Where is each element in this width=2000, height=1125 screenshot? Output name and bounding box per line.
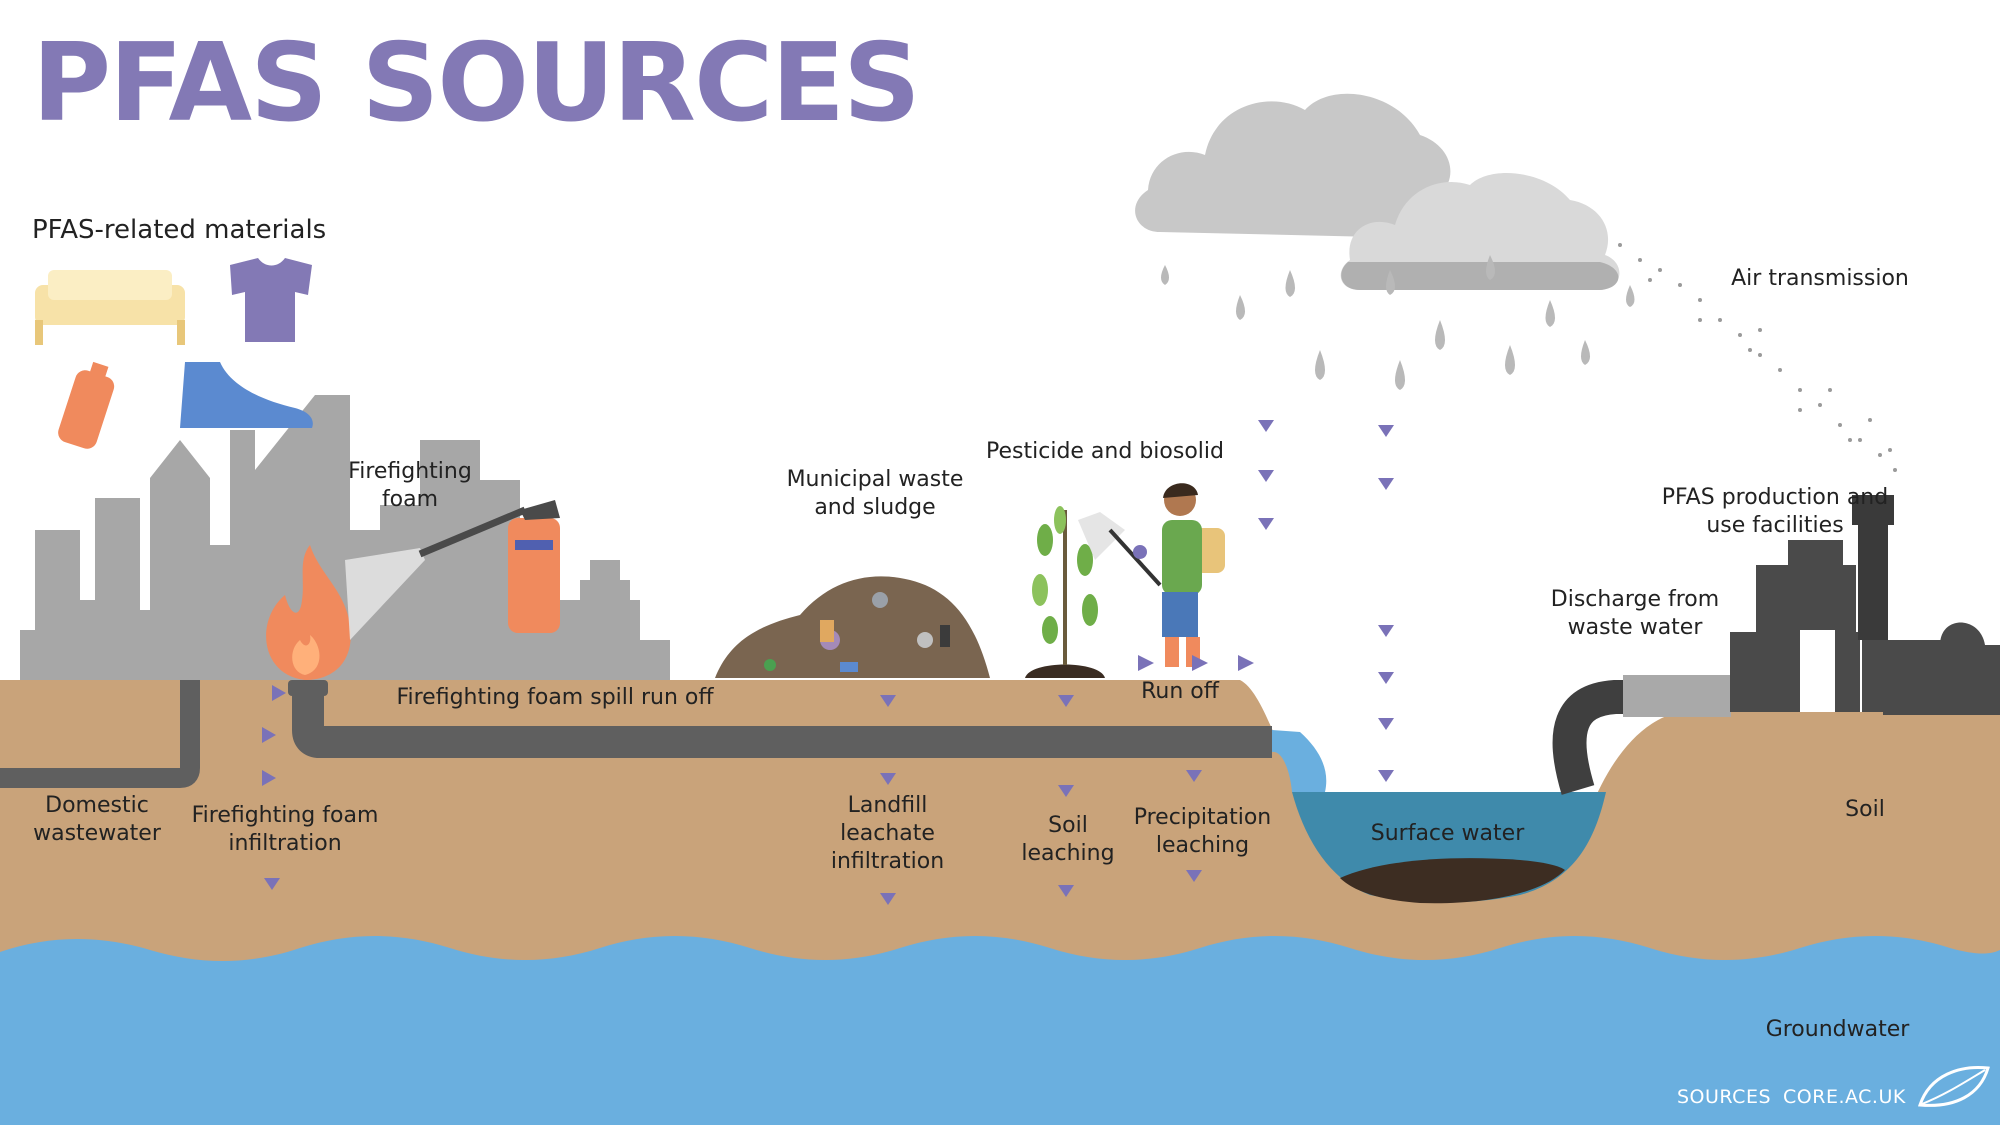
label-discharge: Discharge from waste water	[1550, 587, 1720, 640]
discharge-pipe	[1552, 680, 1625, 795]
factory-icon	[1730, 495, 2000, 715]
battery-icon	[58, 361, 115, 449]
label-air-transmission: Air transmission	[1731, 266, 1909, 291]
label-domestic-wastewater: Domestic wastewater	[33, 793, 161, 846]
fire-extinguisher-icon	[418, 500, 560, 633]
plant-icon	[1025, 506, 1105, 678]
label-run-off: Run off	[1141, 679, 1219, 704]
label-soil-leaching: Soil leaching	[1021, 813, 1115, 866]
pesticide-spray	[1078, 512, 1125, 560]
city-skyline	[20, 395, 670, 690]
farmer-icon	[1108, 483, 1225, 667]
label-pesticide: Pesticide and biosolid	[986, 439, 1224, 464]
foam-runoff-pipe	[292, 690, 1272, 758]
air-transmission-dots	[1618, 243, 1897, 472]
page-title: PFAS SOURCES	[32, 21, 921, 146]
sofa-icon	[35, 270, 185, 345]
label-landfill: Landfill leachate infiltration	[830, 793, 945, 874]
tshirt-icon	[230, 258, 312, 342]
foam-spray	[345, 548, 425, 640]
footer-sources: SOURCES CORE.AC.UK	[1677, 1086, 1918, 1108]
sneaker-icon	[180, 362, 313, 428]
raindrops	[1161, 255, 1635, 390]
label-firefighting-foam: Firefighting foam	[348, 459, 472, 512]
label-foam-spill: Firefighting foam spill run off	[396, 685, 714, 710]
fire-icon	[266, 545, 351, 680]
label-groundwater: Groundwater	[1765, 1017, 1910, 1042]
discharge-pipe-lightseg	[1623, 675, 1731, 717]
cloud-icon	[1135, 93, 1620, 290]
leaf-logo-icon	[1910, 1062, 1992, 1114]
label-foam-infiltration: Firefighting foam infiltration	[191, 803, 379, 856]
waste-pile	[715, 576, 990, 678]
groundwater-area	[0, 936, 2000, 1125]
label-precipitation: Precipitation leaching	[1133, 805, 1272, 858]
pond-sediment	[1340, 858, 1565, 904]
label-production-facilities: PFAS production and use facilities	[1661, 485, 1889, 538]
label-surface-water: Surface water	[1370, 821, 1525, 846]
pipe-cap	[288, 680, 328, 696]
label-soil: Soil	[1845, 797, 1885, 822]
materials-heading: PFAS-related materials	[32, 215, 327, 245]
footer-source-link[interactable]: CORE.AC.UK	[1783, 1086, 1906, 1108]
footer-sources-label: SOURCES	[1677, 1086, 1772, 1108]
flow-arrows	[262, 420, 1394, 905]
label-municipal-waste: Municipal waste and sludge	[786, 467, 964, 520]
pipe-outflow	[1272, 730, 1327, 792]
domestic-wastewater-pipe	[0, 680, 200, 788]
